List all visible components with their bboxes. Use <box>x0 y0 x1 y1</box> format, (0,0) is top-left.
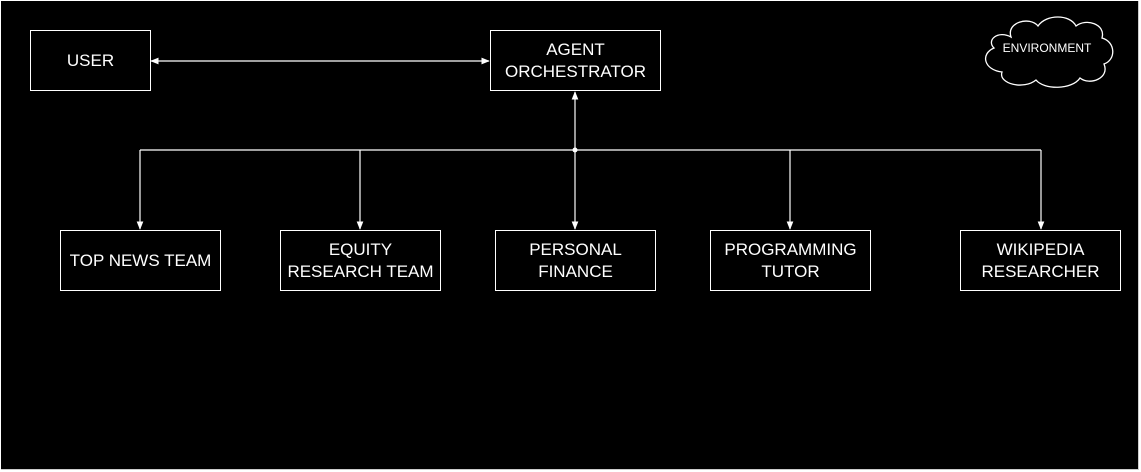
cloud-icon <box>984 16 1114 88</box>
node-agent-orchestrator[interactable]: AGENT ORCHESTRATOR <box>490 30 661 91</box>
environment-label: ENVIRONMENT <box>1002 41 1092 55</box>
node-personal-finance[interactable]: PERSONAL FINANCE <box>495 230 656 291</box>
node-wikipedia-researcher[interactable]: WIKIPEDIA RESEARCHER <box>960 230 1121 291</box>
node-equity-research-team[interactable]: EQUITY RESEARCH TEAM <box>280 230 441 291</box>
node-programming-tutor[interactable]: PROGRAMMING TUTOR <box>710 230 871 291</box>
node-top-news-team[interactable]: TOP NEWS TEAM <box>60 230 221 291</box>
node-user[interactable]: USER <box>30 30 151 91</box>
node-environment[interactable]: ENVIRONMENT <box>978 14 1116 88</box>
